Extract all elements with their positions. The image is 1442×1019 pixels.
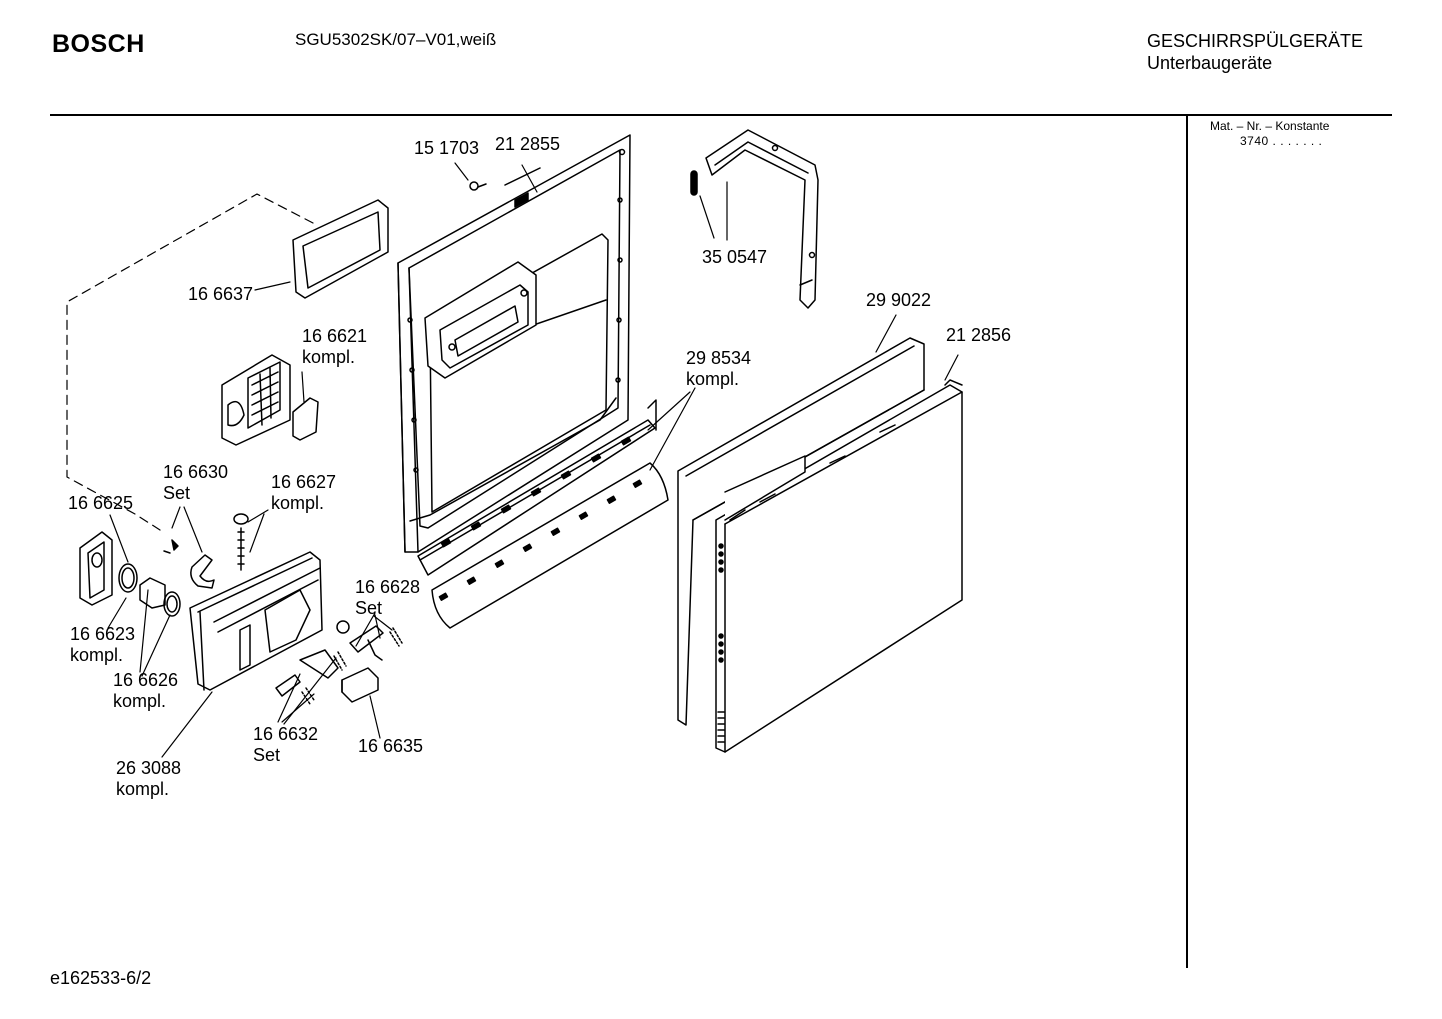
brand-logo: BOSCH — [52, 30, 145, 58]
part-number: 16 6628 — [355, 577, 421, 597]
material-number-label: Mat. – Nr. – Konstante — [1210, 119, 1330, 133]
part-number: 16 6626 — [113, 670, 179, 690]
dispenser-hatch — [424, 261, 537, 379]
part-number: 29 8534 — [686, 348, 752, 368]
part-number: 16 6632 — [253, 724, 319, 744]
switch-parts — [275, 620, 403, 705]
small-fasteners — [163, 513, 249, 589]
model-number: SGU5302SK/07–V01,weiß — [295, 30, 497, 49]
part-label-299022: 29 9022 — [866, 290, 932, 310]
part-note: kompl. — [113, 691, 167, 711]
part-label-166637: 16 6637 — [188, 284, 254, 304]
part-note: kompl. — [116, 779, 170, 799]
category-subtitle: Unterbaugeräte — [1147, 53, 1273, 73]
part-note: Set — [253, 745, 281, 765]
part-number: 16 6630 — [163, 462, 229, 482]
handle-frame — [292, 199, 389, 299]
control-knob-assembly — [79, 531, 181, 617]
part-number: 16 6623 — [70, 624, 136, 644]
part-note: kompl. — [70, 645, 124, 665]
part-note: Set — [163, 483, 191, 503]
inner-door-panel — [397, 134, 631, 553]
part-note: Set — [355, 598, 383, 618]
part-note: kompl. — [302, 347, 356, 367]
control-housing — [189, 551, 323, 691]
part-label-166635: 16 6635 — [358, 736, 424, 756]
control-cover — [221, 354, 319, 446]
front-decor-panel — [715, 379, 963, 753]
curved-base-strip — [431, 462, 669, 629]
dashed-group-outline — [66, 193, 314, 531]
part-number: 26 3088 — [116, 758, 182, 778]
bottom-trim-rail — [417, 399, 657, 576]
hinge-bracket — [690, 129, 819, 309]
material-number-value: 3740 . . . . . . . — [1240, 134, 1323, 148]
part-number: 16 6621 — [302, 326, 368, 346]
product-category: GESCHIRRSPÜLGERÄTE Unterbaugeräte — [1147, 30, 1363, 74]
part-label-350547: 35 0547 — [702, 247, 768, 267]
part-label-151703: 15 1703 — [414, 138, 480, 158]
part-label-166625: 16 6625 — [68, 493, 134, 513]
part-note: kompl. — [271, 493, 325, 513]
sidebar-divider — [1186, 116, 1188, 968]
screw — [469, 181, 487, 191]
header-divider — [50, 114, 1392, 116]
part-note: kompl. — [686, 369, 740, 389]
part-number: 16 6627 — [271, 472, 337, 492]
document-id: e162533-6/2 — [50, 968, 152, 988]
category-title: GESCHIRRSPÜLGERÄTE — [1147, 31, 1364, 51]
leader-lines — [107, 162, 959, 758]
part-label-212855: 21 2855 — [495, 134, 561, 154]
part-label-212856: 21 2856 — [946, 325, 1012, 345]
